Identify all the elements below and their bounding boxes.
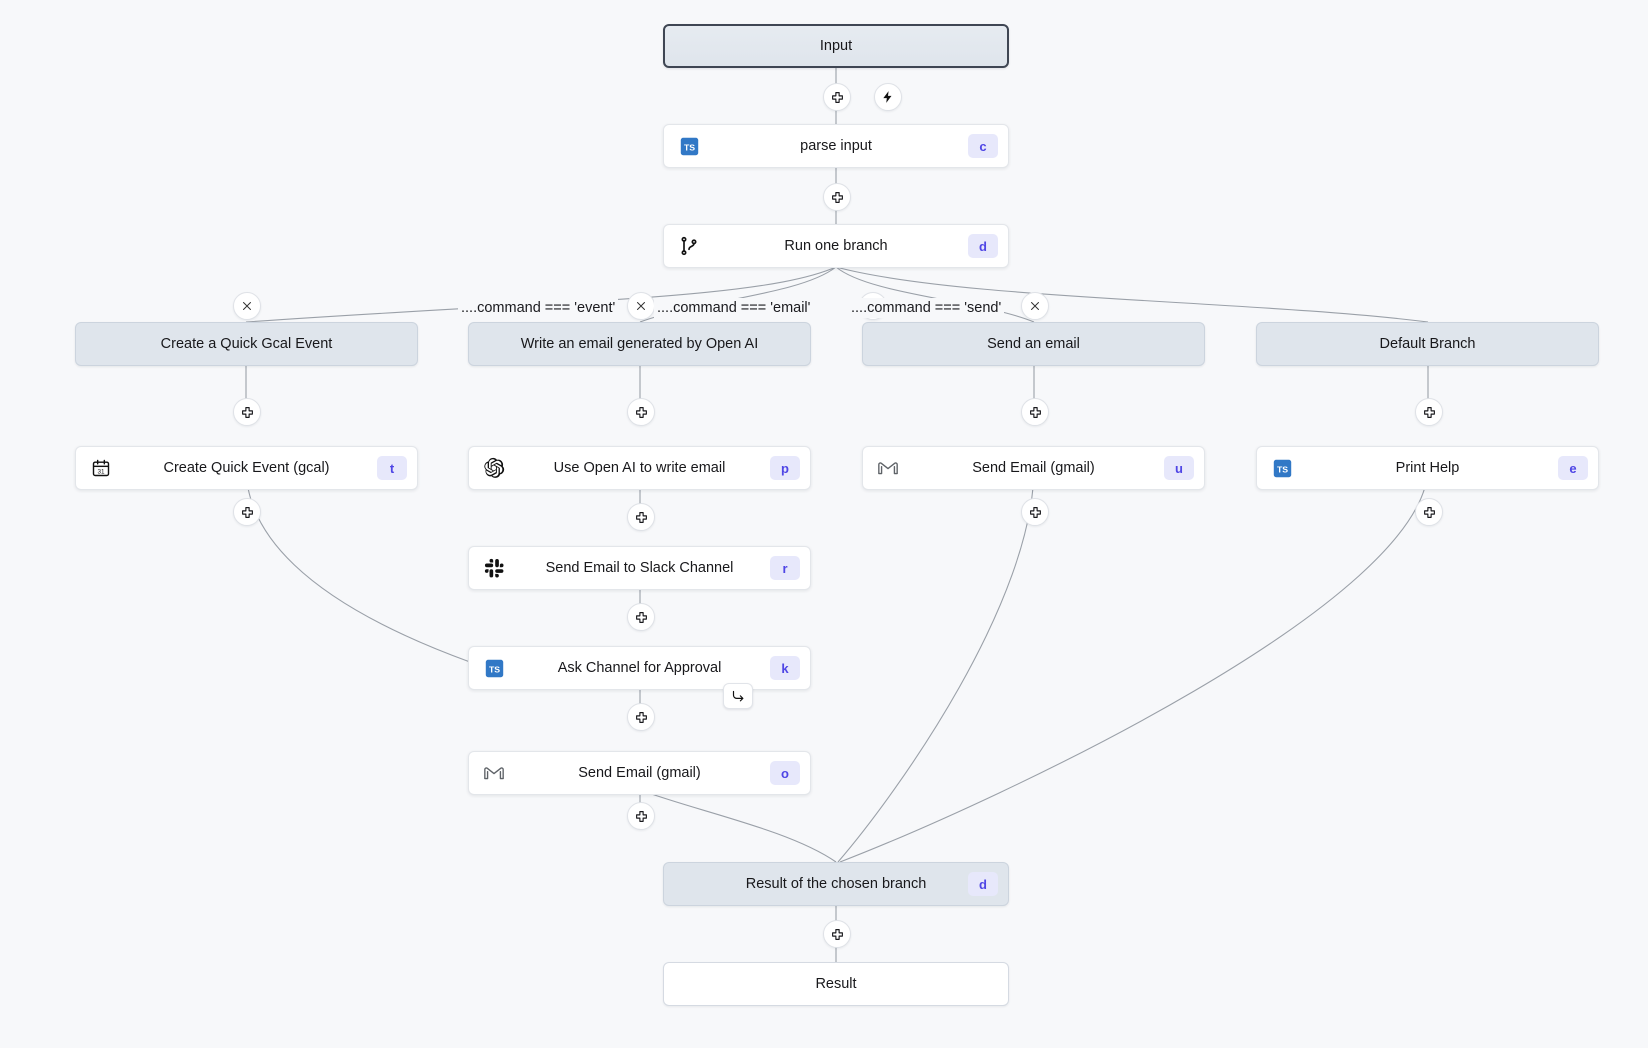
shortcut-badge[interactable]: t [377, 456, 407, 480]
plus-icon [635, 611, 647, 623]
add-step-branch-1[interactable] [233, 398, 261, 426]
shortcut-badge[interactable]: o [770, 761, 800, 785]
plus-icon [1029, 406, 1041, 418]
branch-header-gcal-label: Create a Quick Gcal Event [160, 336, 333, 352]
branch-header-openai-label: Write an email generated by Open AI [520, 336, 759, 352]
shortcut-badge[interactable]: c [968, 134, 998, 158]
node-create-quick-event-label: Create Quick Event (gcal) [163, 460, 330, 476]
close-icon [1031, 302, 1039, 310]
close-icon [637, 302, 645, 310]
branch-condition-2[interactable]: ....command === 'email' [654, 298, 814, 318]
node-send-email-to-slack-label: Send Email to Slack Channel [545, 560, 734, 576]
lightning-icon [883, 91, 892, 103]
node-result-of-chosen-branch-label: Result of the chosen branch [745, 876, 927, 892]
plus-icon [831, 191, 843, 203]
plus-icon [831, 91, 843, 103]
add-step-after-gmail-u[interactable] [1021, 498, 1049, 526]
node-ask-channel-approval-label: Ask Channel for Approval [557, 660, 722, 676]
node-print-help[interactable]: TS Print Help e [1256, 446, 1599, 490]
close-icon [243, 302, 251, 310]
branch-header-send-email-label: Send an email [987, 336, 1080, 352]
resume-arrow-icon [732, 690, 743, 701]
add-step-branch-3[interactable] [1021, 398, 1049, 426]
branch-condition-1[interactable]: ....command === 'event' [458, 298, 619, 318]
remove-branch-3[interactable] [1021, 292, 1049, 320]
add-step-branch-2[interactable] [627, 398, 655, 426]
shortcut-badge[interactable]: p [770, 456, 800, 480]
node-result-label: Result [815, 976, 857, 992]
node-run-one-branch[interactable]: Run one branch d [663, 224, 1009, 268]
gmail-icon [877, 457, 899, 479]
ts-icon: TS [678, 135, 700, 157]
suspend-resume-badge[interactable] [723, 683, 753, 709]
svg-text:TS: TS [488, 664, 499, 674]
node-ask-channel-approval[interactable]: TS Ask Channel for Approval k [468, 646, 811, 690]
trigger-button[interactable] [874, 83, 902, 111]
shortcut-badge[interactable]: d [968, 872, 998, 896]
add-step-after-slack[interactable] [627, 603, 655, 631]
add-step-after-print-help[interactable] [1415, 498, 1443, 526]
calendar-icon: 31 [90, 457, 112, 479]
gmail-icon [483, 762, 505, 784]
remove-branch-1[interactable] [233, 292, 261, 320]
node-input[interactable]: Input [663, 24, 1009, 68]
node-send-email-gmail-u-label: Send Email (gmail) [972, 460, 1095, 476]
node-send-email-gmail-o-label: Send Email (gmail) [578, 765, 701, 781]
node-send-email-to-slack[interactable]: Send Email to Slack Channel r [468, 546, 811, 590]
plus-icon [1423, 506, 1435, 518]
node-create-quick-event[interactable]: 31 Create Quick Event (gcal) t [75, 446, 418, 490]
plus-icon [241, 406, 253, 418]
svg-text:31: 31 [97, 468, 105, 475]
plus-icon [635, 406, 647, 418]
add-step-branch-4[interactable] [1415, 398, 1443, 426]
plus-icon [831, 928, 843, 940]
node-result-of-chosen-branch[interactable]: Result of the chosen branch d [663, 862, 1009, 906]
add-step-after-result[interactable] [823, 920, 851, 948]
remove-branch-2[interactable] [627, 292, 655, 320]
branch-header-send-email[interactable]: Send an email [862, 322, 1205, 366]
plus-icon [635, 511, 647, 523]
plus-icon [635, 810, 647, 822]
branch-header-default[interactable]: Default Branch [1256, 322, 1599, 366]
svg-text:TS: TS [1276, 464, 1287, 474]
branch-header-default-label: Default Branch [1379, 336, 1476, 352]
branch-header-gcal[interactable]: Create a Quick Gcal Event [75, 322, 418, 366]
node-result[interactable]: Result [663, 962, 1009, 1006]
plus-icon [1029, 506, 1041, 518]
node-send-email-gmail-u[interactable]: Send Email (gmail) u [862, 446, 1205, 490]
add-step-after-approval[interactable] [627, 703, 655, 731]
shortcut-badge[interactable]: k [770, 656, 800, 680]
add-step-parse[interactable] [823, 183, 851, 211]
node-use-open-ai[interactable]: Use Open AI to write email p [468, 446, 811, 490]
ts-icon: TS [483, 657, 505, 679]
add-step-after-openai[interactable] [627, 503, 655, 531]
shortcut-badge[interactable]: r [770, 556, 800, 580]
shortcut-badge[interactable]: d [968, 234, 998, 258]
node-input-label: Input [819, 38, 853, 54]
ts-icon: TS [1271, 457, 1293, 479]
shortcut-badge[interactable]: u [1164, 456, 1194, 480]
node-send-email-gmail-o[interactable]: Send Email (gmail) o [468, 751, 811, 795]
node-parse-input-label: parse input [800, 138, 872, 154]
add-step-after-gmail-o[interactable] [627, 802, 655, 830]
branch-condition-3[interactable]: ....command === 'send' [848, 298, 1005, 318]
branch-header-openai[interactable]: Write an email generated by Open AI [468, 322, 811, 366]
slack-icon [483, 557, 505, 579]
svg-text:TS: TS [683, 142, 694, 152]
plus-icon [635, 711, 647, 723]
openai-icon [483, 457, 505, 479]
branch-icon [678, 235, 700, 257]
node-use-open-ai-label: Use Open AI to write email [553, 460, 726, 476]
shortcut-badge[interactable]: e [1558, 456, 1588, 480]
add-step-input[interactable] [823, 83, 851, 111]
node-parse-input[interactable]: TS parse input c [663, 124, 1009, 168]
node-print-help-label: Print Help [1395, 460, 1460, 476]
plus-icon [1423, 406, 1435, 418]
plus-icon [241, 506, 253, 518]
add-step-after-gcal[interactable] [233, 498, 261, 526]
node-run-one-branch-label: Run one branch [784, 238, 888, 254]
